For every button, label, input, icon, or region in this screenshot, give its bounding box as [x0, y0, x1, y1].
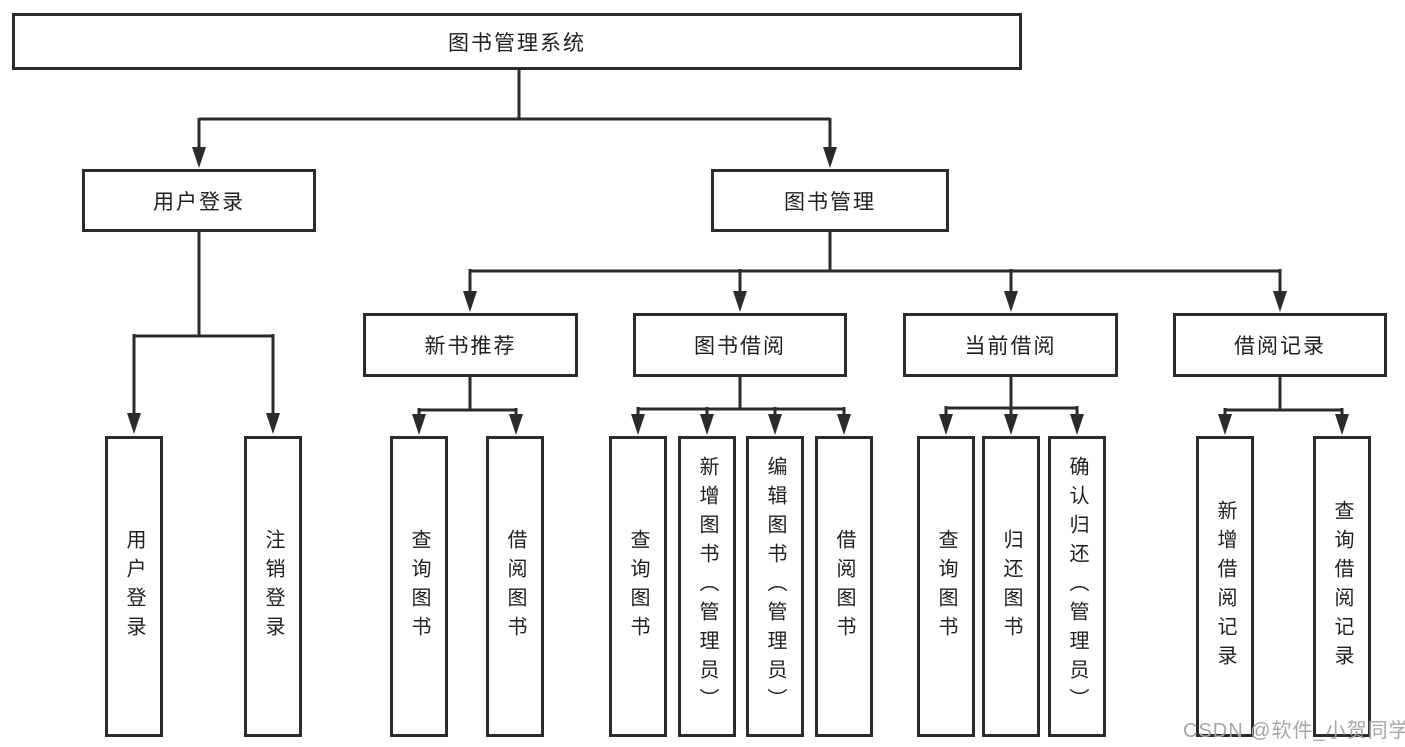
- node-library-management-system: 图书管理系统: [12, 13, 1022, 70]
- node-label: 借阅记录: [1234, 335, 1326, 358]
- leaf-recommend-query-books: 查询图书: [390, 436, 448, 737]
- leaf-borrowing-borrow-books: 借阅图书: [815, 436, 873, 737]
- csdn-watermark: CSDN @软件_小贺同学: [1183, 720, 1405, 742]
- leaf-label: 用户登录: [123, 528, 145, 645]
- leaf-borrowing-edit-books-admin: 编辑图书（管理员）: [746, 436, 804, 737]
- arrowheads: [127, 147, 1349, 435]
- node-borrowing-records: 借阅记录: [1173, 313, 1387, 377]
- node-book-borrowing: 图书借阅: [633, 313, 847, 377]
- leaf-label: 注销登录: [262, 528, 284, 645]
- node-user-login: 用户登录: [82, 169, 316, 232]
- node-label: 图书管理系统: [448, 31, 586, 55]
- leaf-label: 编辑图书（管理员）: [764, 456, 786, 717]
- leaf-label: 查询图书: [408, 528, 430, 645]
- leaf-current-return-books: 归还图书: [982, 436, 1040, 737]
- node-current-borrowing: 当前借阅: [903, 313, 1118, 377]
- node-book-management: 图书管理: [711, 169, 949, 232]
- leaf-label: 新增图书（管理员）: [696, 456, 718, 717]
- leaf-label: 新增借阅记录: [1214, 499, 1236, 674]
- leaf-label: 借阅图书: [833, 528, 855, 645]
- leaf-label: 确认归还（管理员）: [1066, 456, 1088, 717]
- leaf-borrowing-add-books-admin: 新增图书（管理员）: [678, 436, 736, 737]
- node-label: 用户登录: [153, 190, 245, 214]
- leaf-label: 查询图书: [935, 528, 957, 645]
- leaf-label: 查询借阅记录: [1331, 499, 1353, 674]
- node-label: 图书管理: [784, 190, 876, 214]
- leaf-records-add-record: 新增借阅记录: [1196, 436, 1254, 737]
- leaf-label: 借阅图书: [504, 528, 526, 645]
- leaf-logout: 注销登录: [244, 436, 302, 737]
- leaf-borrowing-query-books: 查询图书: [609, 436, 667, 737]
- leaf-label: 归还图书: [1000, 528, 1022, 645]
- leaf-current-confirm-return-admin: 确认归还（管理员）: [1048, 436, 1106, 737]
- node-label: 当前借阅: [964, 335, 1057, 358]
- node-label: 新书推荐: [424, 335, 517, 358]
- leaf-current-query-books: 查询图书: [917, 436, 975, 737]
- leaf-user-login: 用户登录: [105, 436, 163, 737]
- node-label: 图书借阅: [694, 335, 786, 358]
- leaf-label: 查询图书: [627, 528, 649, 645]
- leaf-recommend-borrow-books: 借阅图书: [486, 436, 544, 737]
- node-new-book-recommend: 新书推荐: [363, 313, 578, 377]
- leaf-records-query-record: 查询借阅记录: [1313, 436, 1371, 737]
